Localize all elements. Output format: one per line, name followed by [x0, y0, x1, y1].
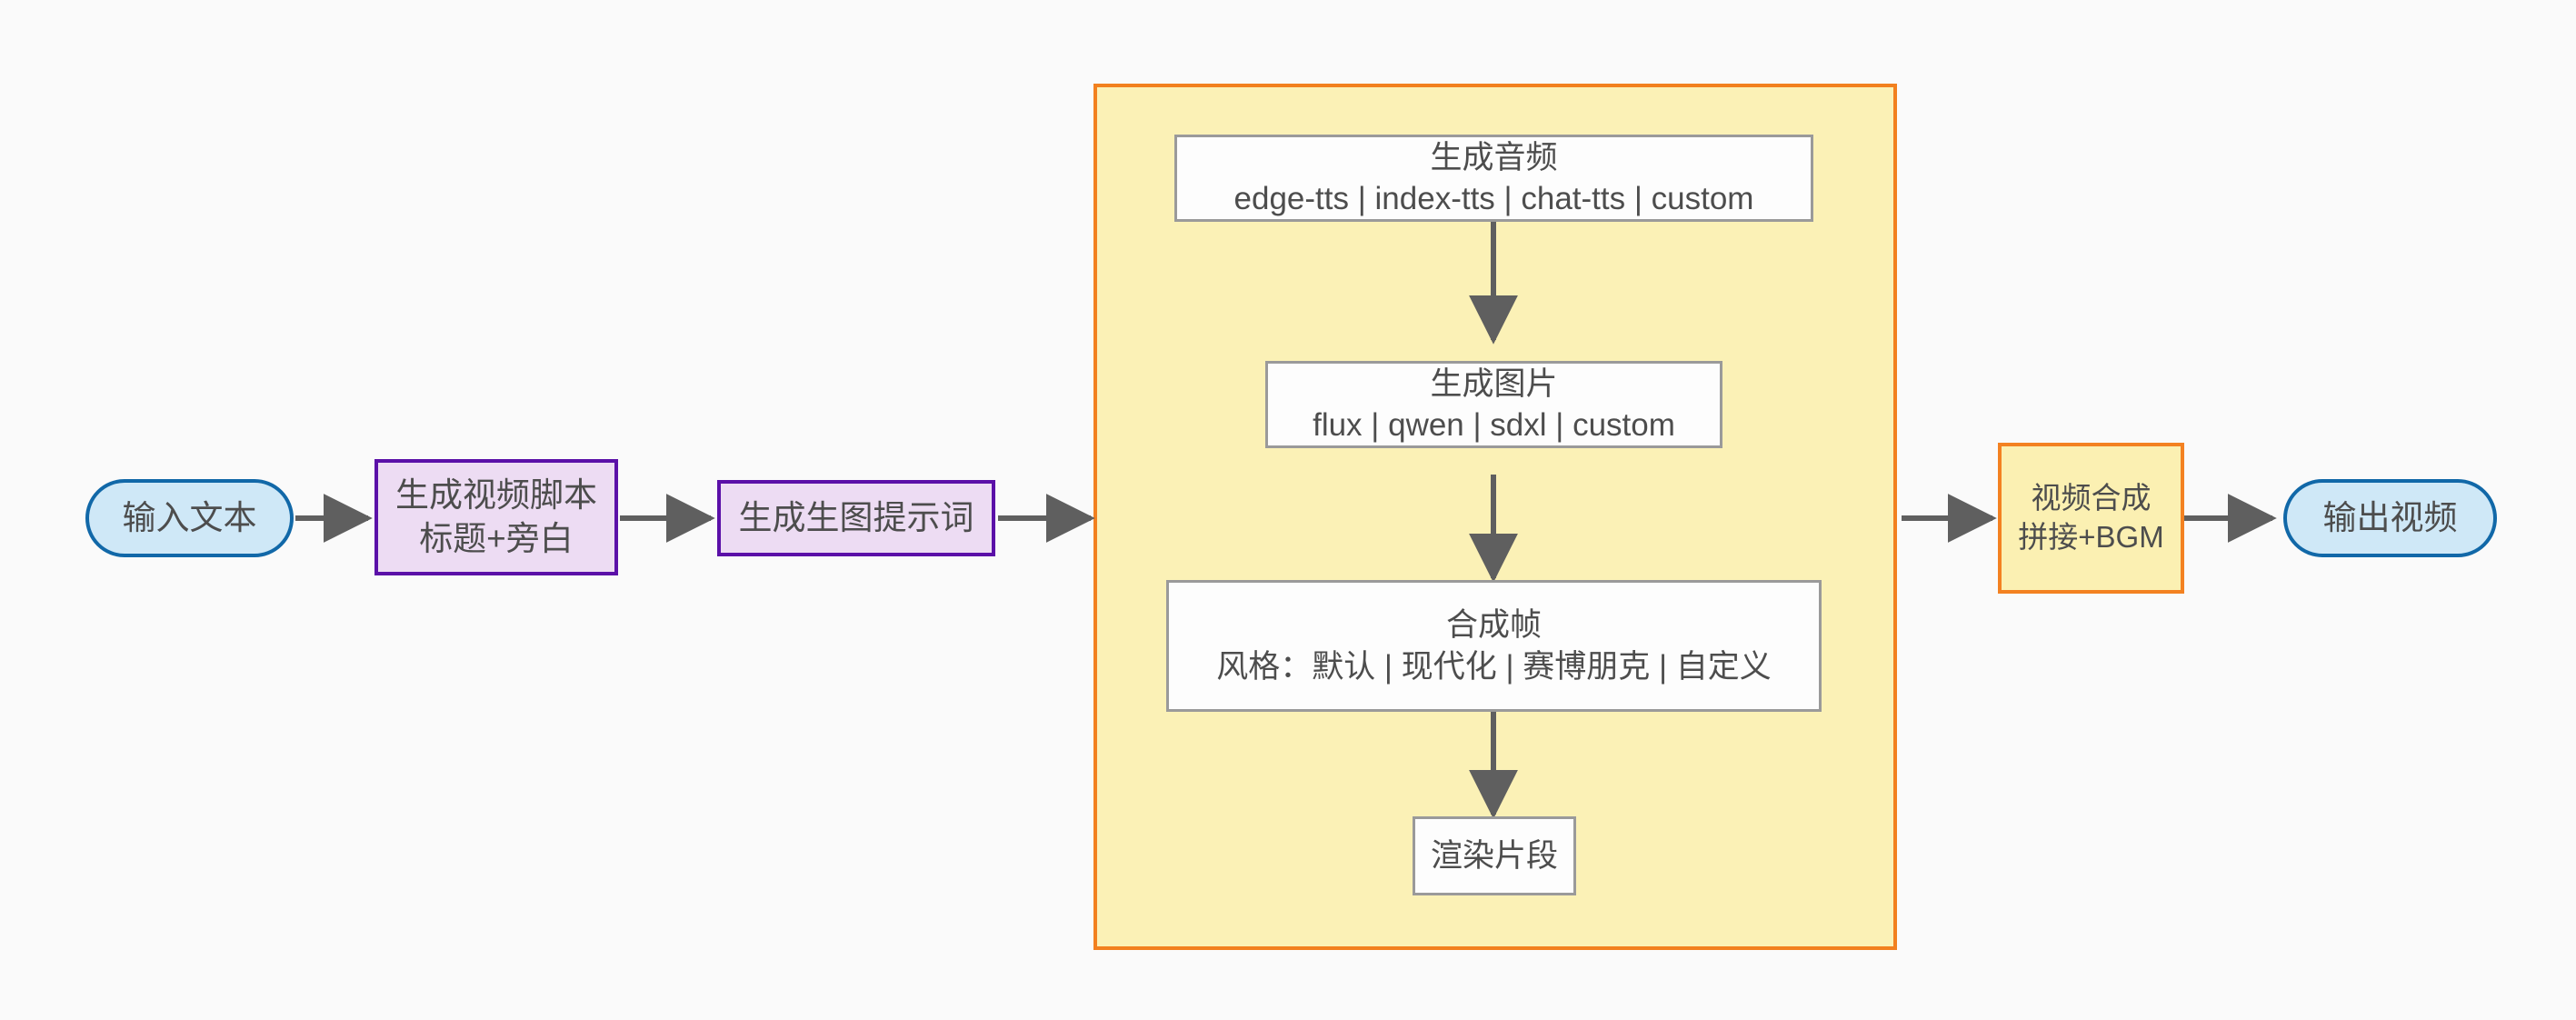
node-generate-audio[interactable]: 生成音频 edge-tts | index-tts | chat-tts | c…: [1174, 135, 1813, 222]
node-compose-frame[interactable]: 合成帧 风格：默认 | 现代化 | 赛博朋克 | 自定义: [1166, 580, 1822, 712]
node-render-clip-label: 渲染片段: [1430, 837, 1558, 874]
node-generate-audio-options: edge-tts | index-tts | chat-tts | custom: [1233, 181, 1754, 216]
node-generate-script-line2: 标题+旁白: [419, 520, 574, 557]
node-generate-image-prompt-label: 生成生图提示词: [738, 498, 974, 536]
node-compose-frame-title: 合成帧: [1445, 607, 1542, 643]
node-video-merge-line2: 拼接+BGM: [2018, 520, 2164, 554]
node-generate-script-line1: 生成视频脚本: [395, 475, 597, 514]
node-output-video[interactable]: 输出视频: [2283, 479, 2497, 557]
node-input-text-label: 输入文本: [122, 498, 257, 536]
node-video-merge-line1: 视频合成: [2031, 481, 2152, 515]
node-generate-image-options: flux | qwen | sdxl | custom: [1313, 407, 1675, 443]
node-generate-script[interactable]: 生成视频脚本 标题+旁白: [374, 459, 618, 575]
node-video-merge[interactable]: 视频合成 拼接+BGM: [1998, 443, 2184, 594]
node-render-clip[interactable]: 渲染片段: [1413, 816, 1576, 895]
node-generate-image-prompt[interactable]: 生成生图提示词: [717, 480, 995, 556]
node-output-video-label: 输出视频: [2322, 498, 2458, 536]
node-generate-image[interactable]: 生成图片 flux | qwen | sdxl | custom: [1265, 361, 1722, 448]
node-compose-frame-styles: 风格：默认 | 现代化 | 赛博朋克 | 自定义: [1216, 648, 1772, 685]
node-generate-audio-title: 生成音频: [1430, 139, 1558, 175]
node-input-text[interactable]: 输入文本: [85, 479, 294, 557]
node-generate-image-title: 生成图片: [1430, 365, 1558, 402]
